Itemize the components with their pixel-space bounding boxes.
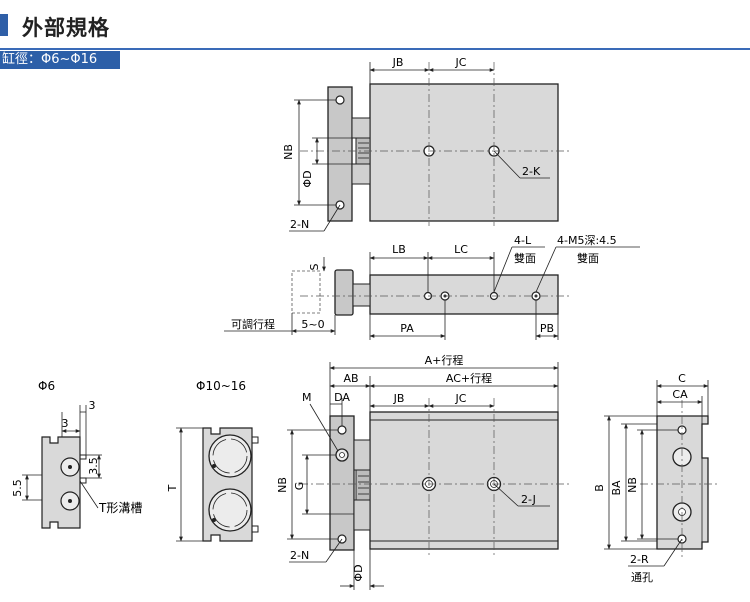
cylinder-body-front — [369, 411, 559, 550]
label-2r: 2-R — [630, 553, 649, 566]
label-2k: 2-K — [522, 165, 541, 178]
stopper-front — [355, 469, 371, 501]
label-da: DA — [334, 391, 350, 404]
label-adjust-range: 5~0 — [301, 318, 324, 331]
label-m: M — [302, 391, 312, 404]
label-b: B — [593, 484, 606, 492]
side-view: LB LC 4-L 雙面 4-M5深:4.5 雙面 S 可調行程 5~0 — [224, 234, 640, 340]
label-4l: 4-L — [514, 234, 532, 247]
label-jc-top: JC — [455, 56, 467, 69]
rod-side — [352, 283, 371, 307]
bore-range-label: 缸徑：Φ6~Φ16 — [0, 51, 120, 69]
label-dim-5-5: 5.5 — [11, 479, 24, 497]
front-plate-hole-upper — [337, 425, 347, 435]
label-jb-front: JB — [393, 392, 405, 405]
end-plate-front — [329, 415, 355, 551]
phi10-16-detail: Φ10~16 T — [166, 379, 259, 542]
front-view: A+行程 AB AC+行程 DA JB JC M NB — [276, 354, 572, 590]
label-nb-end: NB — [626, 477, 639, 493]
phi6-body — [41, 436, 81, 529]
label-4m5: 4-M5深:4.5 — [557, 234, 617, 247]
label-phid-front: ΦD — [352, 564, 365, 581]
label-through-hole: 通孔 — [631, 571, 653, 584]
cylinder-body-top — [369, 83, 559, 222]
label-nb-front: NB — [276, 477, 289, 493]
phi10-bore-lower — [208, 488, 252, 532]
label-both-sides-m5: 雙面 — [577, 252, 599, 265]
label-pb: PB — [540, 322, 554, 335]
label-2n-front: 2-N — [290, 549, 309, 562]
phi10-bore-upper — [208, 434, 252, 478]
label-ac-stroke: AC+行程 — [446, 372, 492, 385]
label-ab: AB — [343, 372, 358, 385]
label-t-slot: T形溝槽 — [98, 501, 142, 515]
adjustable-stroke-ghost — [291, 270, 321, 314]
label-ba: BA — [610, 480, 623, 496]
rod-front-lower — [353, 499, 371, 531]
rod-front-upper — [353, 439, 371, 471]
label-dim-3-top: 3 — [89, 399, 96, 412]
top-view: JB JC NB ΦD 2-K 2-N — [282, 56, 572, 232]
rod-upper — [351, 117, 371, 139]
plate-hole-upper — [335, 95, 345, 105]
label-c: C — [678, 372, 686, 385]
label-phi6: Φ6 — [38, 379, 55, 393]
label-ca: CA — [672, 388, 688, 401]
label-nb-top: NB — [282, 144, 295, 160]
label-a-stroke: A+行程 — [425, 354, 464, 367]
label-t: T — [166, 484, 179, 492]
label-phi10-16: Φ10~16 — [196, 379, 246, 393]
label-g: G — [293, 482, 306, 491]
label-2n-top: 2-N — [290, 218, 309, 231]
rod-lower — [351, 163, 371, 185]
header: 外部規格 — [0, 0, 750, 50]
label-pa: PA — [400, 322, 414, 335]
cylinder-body-side — [369, 274, 559, 315]
label-s: S — [308, 263, 321, 270]
label-adjustable-stroke: 可調行程 — [231, 317, 275, 331]
label-dim-3-inner: 3 — [62, 417, 69, 430]
label-both-sides-l: 雙面 — [514, 252, 536, 265]
label-jc-front: JC — [455, 392, 467, 405]
end-plate-top — [327, 86, 353, 222]
label-dim-3-5: 3.5 — [87, 457, 100, 475]
end-plate-side — [334, 269, 354, 316]
end-view-body — [656, 415, 709, 550]
label-lb: LB — [392, 243, 406, 256]
header-divider — [0, 48, 750, 50]
label-phid-top: ΦD — [301, 170, 314, 187]
label-lc: LC — [454, 243, 468, 256]
label-jb-top: JB — [392, 56, 404, 69]
label-2j: 2-J — [521, 493, 536, 506]
end-view: C CA B BA NB 2-R 通孔 — [593, 372, 720, 584]
header-accent-bar — [0, 14, 8, 36]
phi6-detail: Φ6 3 3 3.5 5.5 T形溝槽 — [11, 379, 142, 529]
page-title: 外部規格 — [22, 16, 110, 40]
